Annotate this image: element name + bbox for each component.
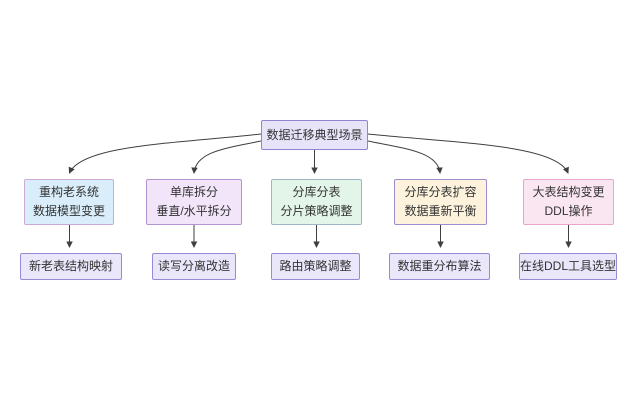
- scenario-label-line1: 分库分表扩容: [404, 185, 477, 200]
- scenario-node-rebuild-legacy: 重构老系统 数据模型变更: [24, 179, 114, 225]
- scenario-label-line1: 大表结构变更: [532, 185, 605, 200]
- root-node: 数据迁移典型场景: [261, 120, 368, 150]
- scenario-node-ddl-change: 大表结构变更 DDL操作: [523, 179, 614, 225]
- scenario-label-line2: 数据重新平衡: [404, 204, 477, 218]
- edge-root-to-scenario-4: [367, 140, 443, 174]
- action-node-read-write-split: 读写分离改造: [152, 253, 236, 280]
- scenario-label-line2: 垂直/水平拆分: [156, 204, 232, 218]
- edge-root-to-scenario-1: [68, 133, 262, 174]
- action-node-routing-adjust: 路由策略调整: [271, 253, 360, 280]
- action-node-online-ddl-tool: 在线DDL工具选型: [519, 253, 617, 280]
- edge-root-to-scenario-2: [191, 140, 262, 174]
- scenario-label-line2: 分片策略调整: [280, 204, 353, 218]
- scenario-label-line1: 分库分表: [292, 185, 341, 200]
- scenario-label-line1: 单库拆分: [169, 185, 218, 200]
- root-node-label: 数据迁移典型场景: [266, 127, 363, 142]
- scenario-node-sharding: 分库分表 分片策略调整: [271, 179, 362, 225]
- action-label: 读写分离改造: [157, 259, 230, 274]
- action-label: 在线DDL工具选型: [520, 259, 617, 274]
- scenario-node-single-db-split: 单库拆分 垂直/水平拆分: [146, 179, 242, 225]
- action-label: 数据重分布算法: [397, 259, 482, 274]
- action-label: 新老表结构映射: [28, 259, 113, 274]
- scenario-node-shard-expansion: 分库分表扩容 数据重新平衡: [394, 179, 487, 225]
- action-label: 路由策略调整: [279, 259, 352, 274]
- edge-root-to-scenario-5: [367, 133, 569, 174]
- action-node-schema-mapping: 新老表结构映射: [20, 253, 122, 280]
- scenario-label-line2: DDL操作: [544, 204, 593, 218]
- scenario-label-line1: 重构老系统: [38, 185, 99, 200]
- action-node-redistribution-algo: 数据重分布算法: [389, 253, 490, 280]
- scenario-label-line2: 数据模型变更: [32, 204, 105, 218]
